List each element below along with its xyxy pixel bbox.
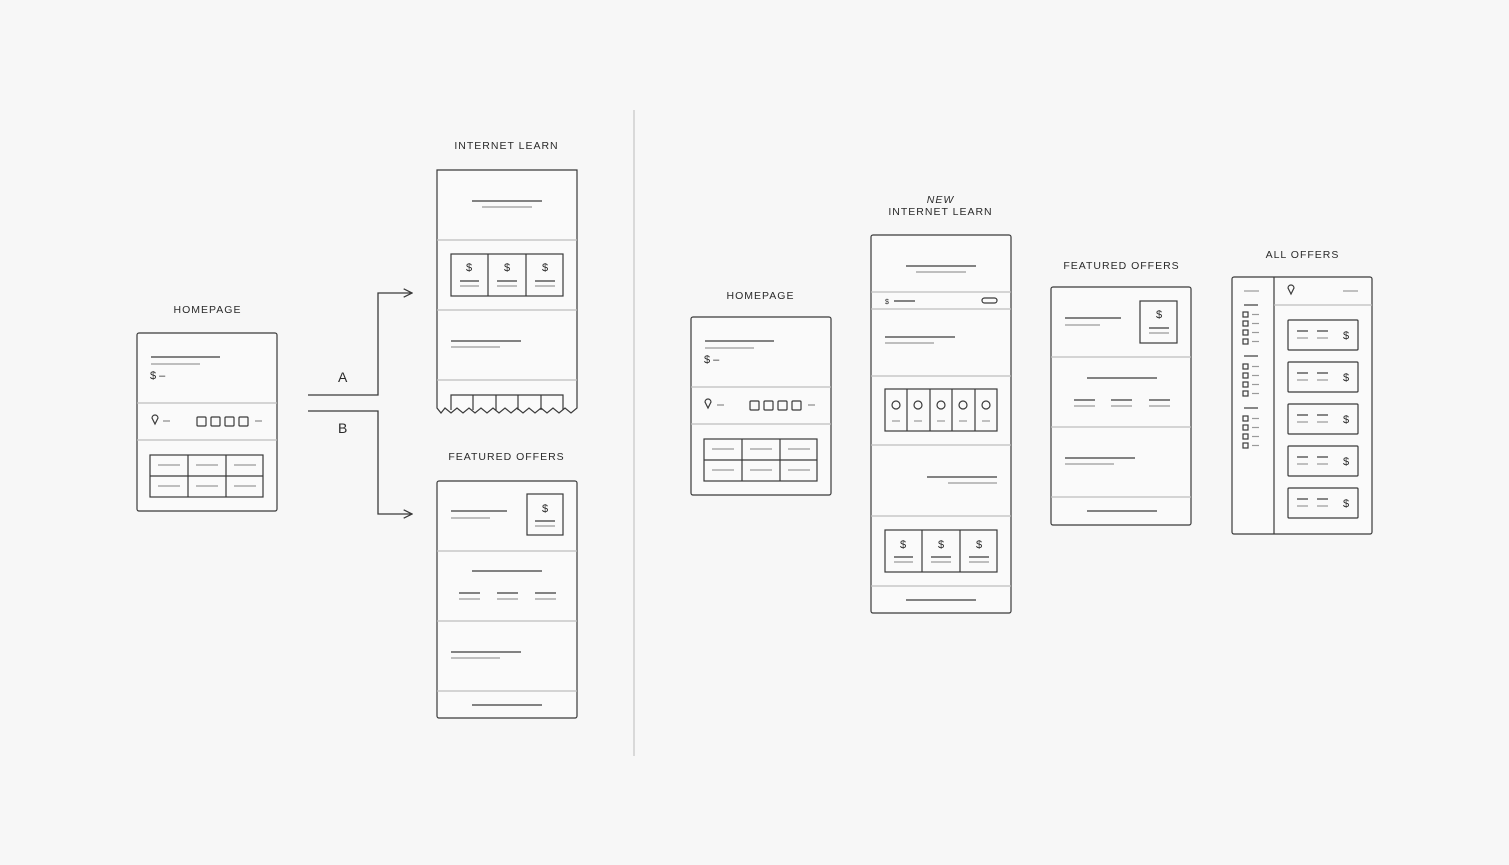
right-il-price-3: $ bbox=[976, 539, 982, 551]
all-offers-label: ALL OFFERS bbox=[1265, 249, 1340, 261]
featured-offers-label-left: FEATURED OFFERS bbox=[448, 451, 565, 463]
left-il-price-3: $ bbox=[542, 262, 548, 274]
branch-b-label: B bbox=[338, 420, 348, 436]
branch-a-label: A bbox=[338, 369, 348, 385]
right-il-small-price: $ bbox=[885, 299, 889, 306]
all-offers-wireframe bbox=[1231, 276, 1373, 535]
featured-offers-label-right: FEATURED OFFERS bbox=[1063, 260, 1180, 272]
new-tag-label: NEW bbox=[926, 194, 955, 206]
right-homepage-price: $ – bbox=[704, 354, 720, 366]
homepage-label-left: HOMEPAGE bbox=[173, 304, 242, 316]
right-fo-price: $ bbox=[1156, 309, 1162, 321]
all-offers-price-4: $ bbox=[1343, 456, 1349, 468]
all-offers-price-2: $ bbox=[1343, 372, 1349, 384]
right-internet-learn-wireframe bbox=[870, 234, 1012, 614]
left-homepage-wireframe bbox=[136, 332, 278, 512]
homepage-label-right: HOMEPAGE bbox=[726, 290, 795, 302]
internet-learn-label-right: INTERNET LEARN bbox=[888, 206, 993, 218]
internet-learn-label-left: INTERNET LEARN bbox=[454, 140, 559, 152]
left-il-price-1: $ bbox=[466, 262, 472, 274]
left-featured-offers-wireframe bbox=[436, 480, 578, 719]
left-homepage-price: $ – bbox=[150, 370, 166, 382]
branch-connectors bbox=[308, 293, 412, 514]
all-offers-price-3: $ bbox=[1343, 414, 1349, 426]
left-il-price-2: $ bbox=[504, 262, 510, 274]
all-offers-price-1: $ bbox=[1343, 330, 1349, 342]
left-fo-price: $ bbox=[542, 503, 548, 515]
right-homepage-wireframe bbox=[690, 316, 832, 496]
right-il-price-1: $ bbox=[900, 539, 906, 551]
right-featured-offers-wireframe bbox=[1050, 286, 1192, 526]
right-il-price-2: $ bbox=[938, 539, 944, 551]
left-internet-learn-wireframe bbox=[436, 169, 578, 414]
all-offers-price-5: $ bbox=[1343, 498, 1349, 510]
